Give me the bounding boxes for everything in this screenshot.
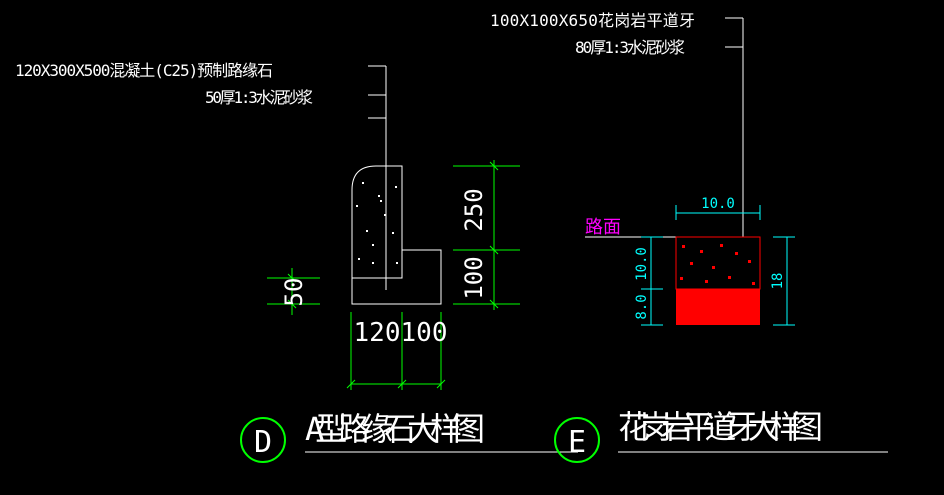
mortar-bed-outline [351, 249, 442, 305]
concrete-hatch [356, 182, 398, 264]
dim-50: 50 [280, 278, 308, 307]
dim-total: 18 [770, 273, 786, 290]
road-surface-label: 路面 [585, 217, 621, 238]
mortar-layer [676, 289, 760, 325]
granite-curb [675, 236, 761, 290]
marker-circle-e [554, 417, 600, 463]
dim-top-layer: 10.0 [634, 247, 650, 281]
note-e-line1: 100X100X650花岗岩平道牙 [490, 11, 695, 30]
dimensions-e [641, 205, 795, 326]
dim-bottom-layer: 8.0 [634, 294, 650, 319]
title-e: 花岗岩平道牙大样图 [618, 408, 823, 446]
note-d-line2: 50厚1:3水泥砂浆 [205, 88, 313, 107]
title-d: A型路缘石大样图 [305, 410, 485, 448]
granite-hatch [680, 244, 755, 285]
curb-stone-outline [351, 165, 403, 279]
note-e-line2: 80厚1:3水泥砂浆 [575, 38, 685, 57]
leader-line-d [368, 65, 387, 290]
dim-250: 250 [460, 188, 488, 231]
dim-width: 10.0 [701, 196, 735, 212]
marker-circle-d [240, 417, 286, 463]
dimensions-d [267, 160, 520, 390]
dim-100-horizontal: 100 [401, 318, 448, 348]
detail-d: 120X300X500混凝土(C25)预制路缘石 50厚1:3水泥砂浆 [15, 61, 442, 305]
marker-d: D [254, 425, 272, 460]
dim-120: 120 [354, 318, 401, 348]
marker-e: E [568, 425, 586, 460]
dim-100-vertical: 100 [460, 256, 488, 299]
note-d-line1: 120X300X500混凝土(C25)预制路缘石 [15, 61, 273, 80]
